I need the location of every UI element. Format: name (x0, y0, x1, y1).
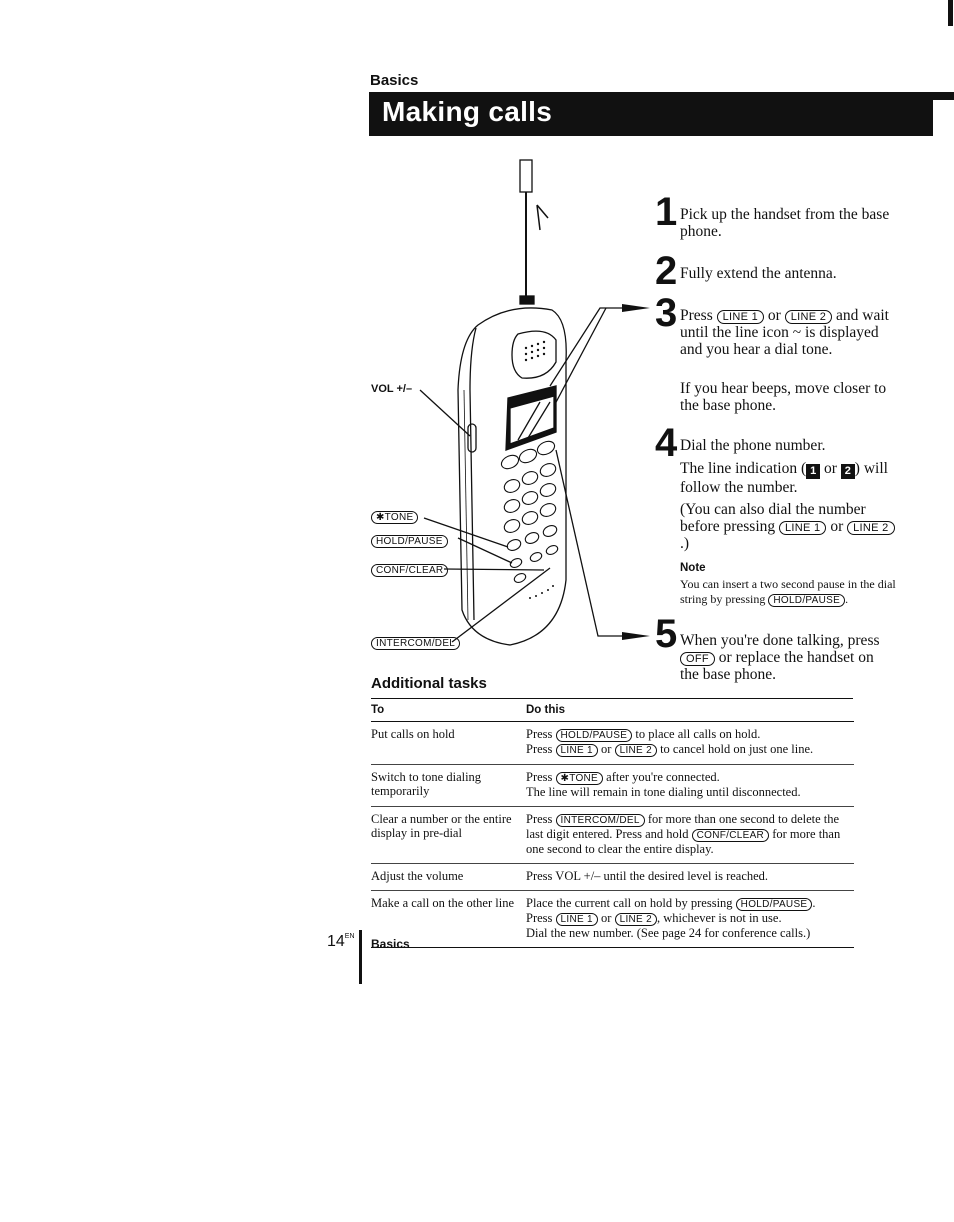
step-3-number: 3 (655, 291, 678, 335)
intercom-del-key-label: INTERCOM/DEL (371, 637, 461, 650)
line-1-key: LINE 1 (716, 310, 765, 324)
tone-key: ✱TONE (555, 772, 604, 785)
page-number: 14EN (327, 933, 355, 951)
line-2-key: LINE 2 (614, 744, 657, 757)
line-1-key: LINE 1 (779, 521, 827, 535)
line-1-indicator: 1 (806, 464, 821, 479)
handset-diagram (419, 159, 650, 646)
text: for more than one second to delete the l… (526, 812, 840, 841)
text: . (812, 896, 816, 910)
line-2-indicator: 2 (840, 464, 855, 479)
text: Press (526, 812, 553, 826)
also-pre: (You can also dial the number before pre… (680, 501, 866, 535)
text: Press (526, 770, 553, 784)
hold-pause-key: HOLD/PAUSE (768, 594, 846, 607)
footer-rule (359, 930, 362, 984)
hold-pause-key-label: HOLD/PAUSE (371, 535, 448, 548)
step-3-after: and wait until the line icon ~ is displa… (680, 307, 889, 358)
action-cell: Place the current call on hold by pressi… (526, 890, 854, 948)
conf-clear-key: CONF/CLEAR (691, 829, 770, 842)
hold-pause-key: HOLD/PAUSE (735, 898, 813, 911)
step-5-post: or replace the handset on the base phone… (680, 649, 874, 683)
text: Place the current call on hold by pressi… (526, 896, 733, 910)
text: to place all calls on hold. (635, 727, 761, 741)
table-row: Put calls on hold Press HOLD/PAUSE to pl… (371, 721, 854, 765)
col-to: To (371, 700, 526, 722)
also-post: .) (680, 535, 690, 552)
task-cell: Put calls on hold (371, 721, 526, 765)
indication-or: or (824, 460, 837, 477)
text: Dial the new number. (See page 24 for co… (526, 926, 811, 940)
also-or: or (830, 518, 844, 535)
line-1-key: LINE 1 (555, 913, 598, 926)
text: Press (526, 727, 553, 741)
line-1-key: LINE 1 (555, 744, 598, 757)
step-5-pre: When you're done talking, press (680, 632, 880, 649)
title-bar-tab (905, 92, 954, 100)
action-cell: Press ✱TONE after you're connected. The … (526, 764, 854, 807)
step-4-number: 4 (655, 421, 678, 465)
page-number-value: 14 (327, 933, 345, 950)
text: The line will remain in tone dialing unt… (526, 785, 801, 799)
hold-pause-key: HOLD/PAUSE (555, 729, 633, 742)
step-2-text: Fully extend the antenna. (680, 265, 837, 282)
footer-section: Basics (371, 937, 410, 951)
intercom-del-key: INTERCOM/DEL (555, 814, 645, 827)
vol-label: VOL +/– (371, 383, 413, 395)
step-2-number: 2 (655, 249, 678, 293)
additional-tasks-heading: Additional tasks (371, 675, 487, 692)
page-title: Making calls (382, 96, 553, 127)
step-3-press: Press (680, 307, 713, 324)
line-2-key: LINE 2 (784, 310, 833, 324)
line-2-key: LINE 2 (614, 913, 657, 926)
task-cell: Switch to tone dialing temporarily (371, 764, 526, 807)
additional-tasks-table: To Do this Put calls on hold Press HOLD/… (371, 700, 854, 948)
note-text: You can insert a two second pause in the… (680, 577, 912, 607)
conf-clear-key-label: CONF/CLEAR (371, 564, 449, 577)
title-bar (369, 92, 933, 136)
page-number-suffix: EN (344, 933, 355, 940)
col-do-this: Do this (526, 700, 854, 722)
step-3-text: Press LINE 1 or LINE 2 and wait until th… (680, 307, 895, 358)
table-top-rule (371, 698, 853, 699)
task-cell: Make a call on the other line (371, 890, 526, 948)
indication-pre: The line indication ( (680, 460, 807, 477)
off-key: OFF (680, 652, 715, 666)
tone-key-label: ✱TONE (371, 511, 419, 524)
step-4-text: Dial the phone number. (680, 437, 826, 454)
step-4-also: (You can also dial the number before pre… (680, 501, 895, 552)
table-row: Clear a number or the entire display in … (371, 806, 854, 864)
table-row: Switch to tone dialing temporarily Press… (371, 764, 854, 807)
step-5-number: 5 (655, 612, 678, 656)
task-cell: Clear a number or the entire display in … (371, 806, 526, 864)
step-3-extra: If you hear beeps, move closer to the ba… (680, 380, 887, 414)
indication-post: ) will follow the number. (680, 460, 888, 496)
text: or (601, 911, 612, 925)
note-title: Note (680, 562, 706, 574)
text: or (601, 742, 612, 756)
text: Press (526, 742, 553, 756)
note-end: . (845, 592, 849, 606)
edge-mark (948, 0, 953, 26)
line-2-key: LINE 2 (847, 521, 895, 535)
text: , whichever is not in use. (656, 911, 782, 925)
table-header-row: To Do this (371, 700, 854, 722)
step-5-text: When you're done talking, press OFF or r… (680, 632, 880, 683)
section-label: Basics (370, 72, 419, 89)
task-cell: Adjust the volume (371, 863, 526, 891)
step-1-text: Pick up the handset from the base phone. (680, 206, 890, 240)
note-body: You can insert a two second pause in the… (680, 577, 896, 606)
action-cell: Press INTERCOM/DEL for more than one sec… (526, 806, 854, 864)
text: Press (526, 911, 553, 925)
table-row: Make a call on the other line Place the … (371, 890, 854, 948)
action-cell: Press VOL +/– until the desired level is… (526, 863, 854, 891)
text: to cancel hold on just one line. (660, 742, 814, 756)
text: after you're connected. (606, 770, 720, 784)
step-4-indication: The line indication (1 or 2) will follow… (680, 460, 895, 496)
text: for more than one second to clear the en… (526, 827, 841, 856)
table-row: Adjust the volume Press VOL +/– until th… (371, 863, 854, 891)
step-1-number: 1 (655, 190, 678, 234)
step-3-or: or (767, 307, 781, 324)
action-cell: Press HOLD/PAUSE to place all calls on h… (526, 721, 854, 765)
